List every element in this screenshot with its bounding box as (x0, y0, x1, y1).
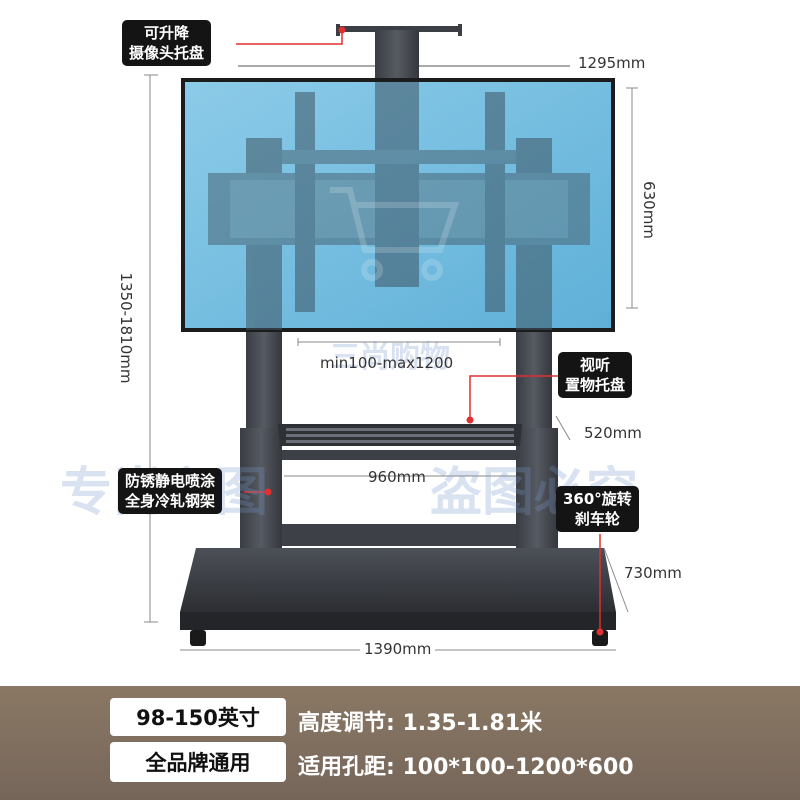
size-range-box: 98-150英寸 (110, 698, 286, 736)
av-tray (278, 424, 522, 446)
tray-depth-text: 520mm (584, 424, 642, 442)
display-screen (181, 78, 615, 332)
stand-base (180, 548, 616, 630)
casters-line-1: 360°旋转 (563, 490, 632, 508)
caster-wheels (190, 630, 608, 646)
product-diagram: 三尚购物 专尚主图 盗图必究 可升降 摄像头托盘 视听 置物托盘 防锈静电喷涂 … (60, 20, 682, 658)
camera-tray-label: 可升降 摄像头托盘 (122, 20, 212, 66)
callout-leaders (236, 30, 601, 632)
coating-line-2: 全身冷轧钢架 (125, 492, 216, 510)
casters-line-2: 刹车轮 (574, 510, 620, 528)
spec-bar: 98-150英寸 全品牌通用 高度调节: 1.35-1.81米 适用孔距: 10… (0, 686, 800, 800)
overall-height-line (144, 74, 158, 623)
right-upright (516, 332, 552, 442)
screen-height-text: 630mm (640, 181, 658, 239)
compatibility-box: 全品牌通用 (110, 742, 286, 782)
av-tray-label: 视听 置物托盘 (558, 352, 633, 398)
av-tray-line-1: 视听 (580, 356, 611, 374)
av-tray-line-2: 置物托盘 (565, 376, 626, 394)
coating-label: 防锈静电喷涂 全身冷轧钢架 (118, 468, 223, 514)
coating-line-1: 防锈静电喷涂 (125, 472, 216, 490)
overall-height-text: 1350-1810mm (117, 272, 135, 384)
base-depth-line (603, 547, 629, 613)
camera-tray (336, 24, 462, 36)
top-width-text: 1295mm (578, 54, 646, 72)
casters-label: 360°旋转 刹车轮 (556, 486, 639, 532)
tray-depth-line (555, 415, 571, 441)
hole-spacing-text: 适用孔距: 100*100-1200*600 (298, 755, 634, 780)
vesa-range-line (297, 338, 501, 346)
callout-dots (264, 26, 604, 636)
height-adjust-text: 高度调节: 1.35-1.81米 (298, 711, 543, 736)
screen-height-line (626, 87, 638, 309)
tray-width-text: 960mm (368, 468, 426, 486)
camera-tray-line-1: 可升降 (144, 24, 190, 42)
left-upright (246, 332, 282, 442)
tv-stand-illustration (144, 24, 638, 651)
base-width-text: 1390mm (360, 640, 436, 658)
camera-tray-line-2: 摄像头托盘 (129, 44, 205, 62)
base-depth-text: 730mm (624, 564, 682, 582)
vesa-range-text: min100-max1200 (320, 354, 454, 372)
